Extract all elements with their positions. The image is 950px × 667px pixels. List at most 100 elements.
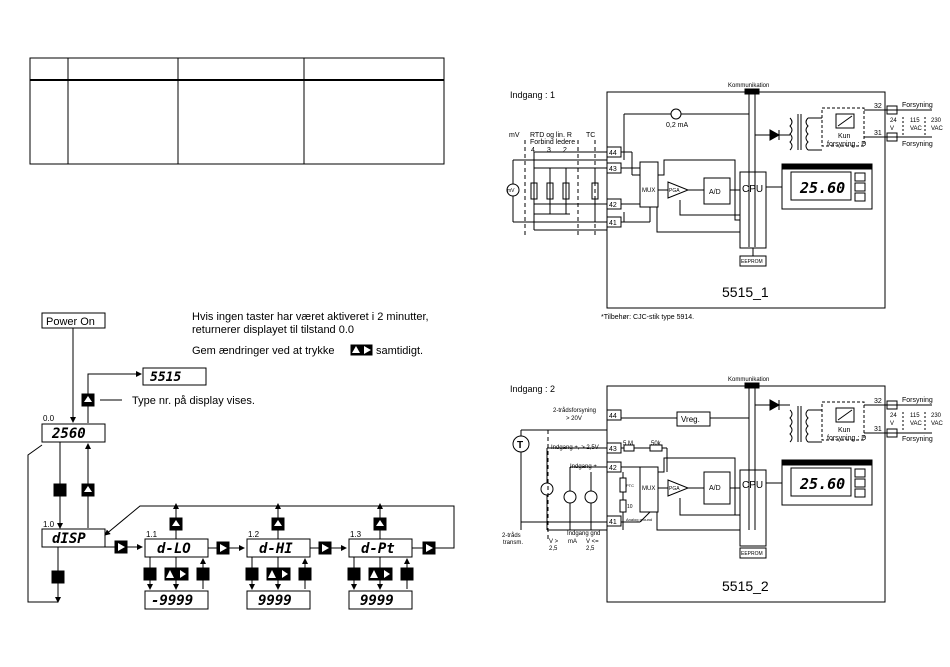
- d-hi-value-box: [246, 590, 311, 610]
- svg-text:CPU: CPU: [742, 480, 763, 491]
- svg-text:e: e: [350, 569, 356, 581]
- disp-label: dISP: [52, 531, 86, 547]
- svg-text:PR: PR: [785, 164, 791, 169]
- svg-text:PGA: PGA: [669, 188, 680, 194]
- empty-table: [29, 57, 445, 165]
- svg-text:PR: PR: [785, 460, 791, 465]
- svg-text:41: 41: [609, 519, 617, 526]
- svg-text:Vreg.: Vreg.: [681, 415, 700, 424]
- svg-text:24: 24: [890, 118, 897, 124]
- circuit-2-labels: Indgang : 2 Kommunikation 2-trådsforsyni…: [502, 377, 944, 594]
- svg-text:230: 230: [931, 118, 942, 124]
- svg-text:43: 43: [609, 166, 617, 173]
- svg-text:Indgang +, > 2,5V: Indgang +, > 2,5V: [551, 445, 599, 451]
- svg-text:V: V: [890, 421, 894, 427]
- d-pt-value-box: [348, 590, 413, 610]
- svg-text:e: e: [248, 569, 254, 581]
- d-lo-value-box: [144, 590, 209, 610]
- svg-text:V: V: [890, 126, 894, 132]
- svg-text:Analog ground: Analog ground: [626, 517, 652, 522]
- svg-text:TC: TC: [586, 132, 595, 139]
- svg-text:VAC: VAC: [910, 126, 923, 132]
- svg-text:43: 43: [609, 446, 617, 453]
- svg-text:32: 32: [874, 398, 882, 405]
- svg-text:Kommunikation: Kommunikation: [728, 83, 769, 89]
- svg-text:10: 10: [627, 504, 633, 510]
- circuit-diagram-2: [512, 382, 932, 603]
- svg-text:42: 42: [609, 202, 617, 209]
- svg-text:44: 44: [609, 413, 617, 420]
- svg-text:CPU: CPU: [742, 184, 763, 195]
- model-label-2: 5515_2: [722, 578, 769, 594]
- svg-text:MUX: MUX: [642, 188, 655, 194]
- model-label-1: 5515_1: [722, 284, 769, 300]
- e-key-icon: [51, 570, 65, 584]
- state-label-disp: 1.0: [43, 520, 55, 529]
- svg-text:mA: mA: [568, 539, 577, 545]
- svg-text:e: e: [56, 485, 62, 497]
- svg-text:e: e: [199, 569, 205, 581]
- display-2-value: 25.60: [799, 475, 845, 493]
- svg-text:42: 42: [609, 465, 617, 472]
- e-key-labels: e e e e e e e e: [54, 485, 409, 584]
- svg-text:T: T: [517, 440, 523, 451]
- svg-text:2-trådsforsyning: 2-trådsforsyning: [553, 407, 596, 414]
- state-label-1-1: 1.1: [146, 530, 158, 539]
- svg-text:Forsyning: Forsyning: [902, 102, 933, 109]
- svg-text:e: e: [54, 572, 60, 584]
- svg-text:VAC: VAC: [931, 126, 944, 132]
- d-pt-label: d-Pt: [361, 541, 395, 557]
- footnote: *Tilbehør: CJC-stik type 5914.: [601, 314, 694, 321]
- power-on-label: Power On: [46, 316, 95, 328]
- d-hi-label: d-HI: [259, 541, 293, 557]
- svg-text:mV: mV: [507, 188, 515, 194]
- svg-text:e: e: [146, 569, 152, 581]
- svg-text:2,5: 2,5: [586, 546, 595, 552]
- svg-text:EEPROM: EEPROM: [741, 259, 763, 265]
- svg-text:24: 24: [890, 413, 897, 419]
- svg-text:50k: 50k: [651, 441, 662, 447]
- timeout-note-line2: returnerer displayet til tilstand 0.0: [192, 324, 354, 336]
- svg-text:forsyning : D: forsyning : D: [827, 435, 866, 442]
- type-display-value: 5515: [150, 370, 181, 385]
- type-display-box: [142, 367, 207, 386]
- svg-text:RTD og lin. R: RTD og lin. R: [530, 132, 572, 139]
- svg-text:44: 44: [609, 150, 617, 157]
- e-key-icon: [53, 483, 67, 497]
- svg-text:2: 2: [563, 147, 567, 154]
- timeout-note-line1: Hvis ingen taster har været aktiveret i …: [192, 311, 429, 323]
- key-glyphs: [84, 346, 433, 578]
- circuit-1-labels: Indgang : 1 Kommunikation 0,2 mA mV RTD …: [507, 83, 944, 321]
- svg-text:transm.: transm.: [503, 540, 523, 546]
- menu-flow-diagram: [27, 312, 455, 610]
- svg-text:32: 32: [874, 103, 882, 110]
- svg-text:A/D: A/D: [709, 485, 721, 492]
- state-label-1-3: 1.3: [350, 530, 362, 539]
- save-note-end: samtidigt.: [376, 345, 423, 357]
- svg-text:Forsyning: Forsyning: [902, 436, 933, 443]
- d-lo-value: -9999: [151, 593, 193, 609]
- svg-text:230: 230: [931, 413, 942, 419]
- svg-text:> 20V: > 20V: [566, 416, 582, 422]
- svg-text:115: 115: [910, 118, 920, 124]
- svg-text:41: 41: [609, 220, 617, 227]
- d-pt-value: 9999: [360, 593, 394, 609]
- svg-text:0,2 mA: 0,2 mA: [666, 122, 689, 129]
- svg-text:Forbind ledere: Forbind ledere: [530, 139, 575, 146]
- svg-text:forsyning : D: forsyning : D: [827, 141, 866, 148]
- d-lo-label: d-LO: [157, 541, 191, 557]
- svg-text:2,5: 2,5: [549, 546, 558, 552]
- svg-text:VAC: VAC: [910, 421, 923, 427]
- svg-text:Indgang : 1: Indgang : 1: [510, 90, 555, 100]
- svg-text:e: e: [301, 569, 307, 581]
- svg-text:VAC: VAC: [931, 421, 944, 427]
- svg-text:5 M: 5 M: [623, 441, 633, 447]
- svg-text:Kun: Kun: [838, 133, 851, 140]
- state-label-1-2: 1.2: [248, 530, 260, 539]
- svg-text:Forsyning: Forsyning: [902, 141, 933, 148]
- svg-text:31: 31: [874, 130, 882, 137]
- svg-text:115: 115: [910, 413, 920, 419]
- svg-text:4: 4: [531, 147, 535, 154]
- save-note: Gem ændringer ved at trykke: [192, 345, 334, 357]
